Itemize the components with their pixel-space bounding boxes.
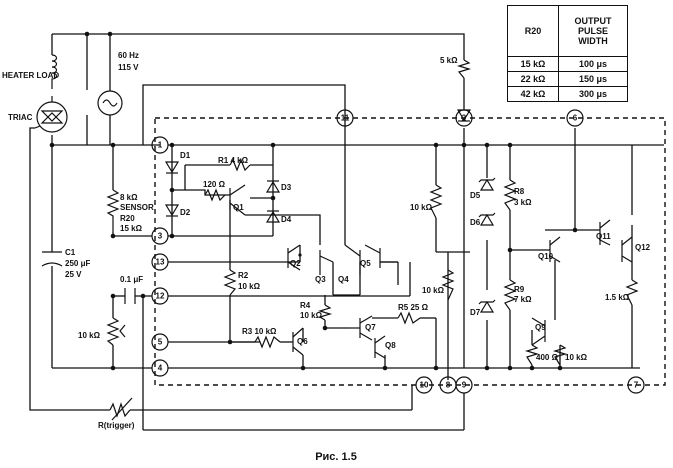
components bbox=[34, 34, 639, 421]
d1-label: D1 bbox=[180, 151, 191, 160]
r-10k-mid-label: 10 kΩ bbox=[410, 203, 433, 212]
pin-9: 9 bbox=[462, 381, 467, 390]
r-5k-label: 5 kΩ bbox=[440, 56, 458, 65]
sensor-value-label: 8 kΩ bbox=[120, 193, 138, 202]
q10-label: Q10 bbox=[538, 252, 554, 261]
c1-voltage-label: 25 V bbox=[65, 270, 82, 279]
source-freq-label: 60 Hz bbox=[118, 51, 139, 60]
r-10k-left-label: 10 kΩ bbox=[78, 331, 101, 340]
q5-label: Q5 bbox=[360, 259, 371, 268]
pin-3: 3 bbox=[158, 232, 163, 241]
pin-7: 7 bbox=[634, 381, 639, 390]
source-volt-label: 115 V bbox=[118, 63, 139, 72]
r-value-cell: 15 kΩ bbox=[507, 56, 559, 72]
triac-label: TRIAC bbox=[8, 113, 33, 122]
d6-label: D6 bbox=[470, 218, 481, 227]
q11-label: Q11 bbox=[596, 232, 611, 241]
width-value-cell: 300 μs bbox=[558, 86, 628, 102]
q7-label: Q7 bbox=[365, 323, 376, 332]
pin-11: 11 bbox=[341, 114, 350, 123]
cap-01-label: 0.1 μF bbox=[120, 275, 143, 284]
r8-label: R8 bbox=[514, 187, 525, 196]
r4-label: R4 bbox=[300, 301, 311, 310]
r1-label: R1 4 kΩ bbox=[218, 156, 249, 165]
pin-5: 5 bbox=[158, 338, 163, 347]
table-row: 15 kΩ 100 μs bbox=[507, 56, 628, 72]
junction-dots bbox=[49, 31, 578, 371]
ic-boundary bbox=[154, 117, 666, 386]
heater-load-label: HEATER LOAD bbox=[2, 71, 59, 80]
r2-label: R2 bbox=[238, 271, 249, 280]
r8-value-label: 3 kΩ bbox=[514, 198, 532, 207]
width-value-cell: 150 μs bbox=[558, 71, 628, 87]
r3-label: R3 10 kΩ bbox=[242, 327, 277, 336]
d4-label: D4 bbox=[281, 215, 292, 224]
figure-caption: Рис. 1.5 bbox=[315, 451, 357, 463]
r-10k-right-label: 10 kΩ bbox=[565, 353, 588, 362]
d3-label: D3 bbox=[281, 183, 292, 192]
r4-value-label: 10 kΩ bbox=[300, 311, 323, 320]
labels: HEATER LOAD TRIAC 60 Hz 115 V 5 kΩ 8 kΩ … bbox=[2, 51, 651, 463]
d2-label: D2 bbox=[180, 208, 191, 217]
pins: 1 2 3 4 5 6 7 8 9 10 11 12 13 bbox=[151, 109, 645, 394]
pin-2: 2 bbox=[462, 114, 467, 123]
r20-column-header: R20 bbox=[507, 5, 559, 57]
table-row: 42 kΩ 300 μs bbox=[507, 86, 628, 102]
wiring bbox=[29, 33, 664, 431]
pin-12: 12 bbox=[156, 292, 165, 301]
r9-value-label: 7 kΩ bbox=[514, 295, 532, 304]
pin-13: 13 bbox=[156, 258, 165, 267]
q9-label: Q9 bbox=[535, 323, 546, 332]
q1-label: Q1 bbox=[233, 203, 244, 212]
r-15k-label: 1.5 kΩ bbox=[605, 293, 630, 302]
pin-8: 8 bbox=[446, 381, 451, 390]
r20-value-label: 15 kΩ bbox=[120, 224, 143, 233]
d7-label: D7 bbox=[470, 308, 481, 317]
r20-table: R20 OUTPUT PULSE WIDTH 15 kΩ 100 μs 22 k… bbox=[507, 5, 628, 102]
c1-value-label: 250 μF bbox=[65, 259, 90, 268]
r2-value-label: 10 kΩ bbox=[238, 282, 261, 291]
table-row: 22 kΩ 150 μs bbox=[507, 71, 628, 87]
q2-label: Q2 bbox=[290, 259, 301, 268]
q8-label: Q8 bbox=[385, 341, 396, 350]
pin-6: 6 bbox=[573, 114, 578, 123]
pin-1: 1 bbox=[158, 141, 163, 150]
r5-label: R5 25 Ω bbox=[398, 303, 429, 312]
r-400-label: 400 Ω bbox=[536, 353, 559, 362]
q3-label: Q3 bbox=[315, 275, 326, 284]
r-10k-mid2-label: 10 kΩ bbox=[422, 286, 445, 295]
pulse-width-column-header: OUTPUT PULSE WIDTH bbox=[558, 5, 628, 57]
q12-label: Q12 bbox=[635, 243, 651, 252]
pin-10: 10 bbox=[420, 381, 429, 390]
d5-label: D5 bbox=[470, 191, 481, 200]
r-value-cell: 42 kΩ bbox=[507, 86, 559, 102]
width-value-cell: 100 μs bbox=[558, 56, 628, 72]
q6-label: Q6 bbox=[297, 337, 308, 346]
r20-label: R20 bbox=[120, 214, 135, 223]
r20-table-header: R20 OUTPUT PULSE WIDTH bbox=[507, 5, 628, 57]
rtrigger-label: R(trigger) bbox=[98, 421, 135, 430]
r-120-label: 120 Ω bbox=[203, 180, 226, 189]
r9-label: R9 bbox=[514, 285, 525, 294]
r-value-cell: 22 kΩ bbox=[507, 71, 559, 87]
pin-4: 4 bbox=[158, 364, 163, 373]
q4-label: Q4 bbox=[338, 275, 349, 284]
sensor-label: SENSOR bbox=[120, 203, 154, 212]
c1-label: C1 bbox=[65, 248, 76, 257]
